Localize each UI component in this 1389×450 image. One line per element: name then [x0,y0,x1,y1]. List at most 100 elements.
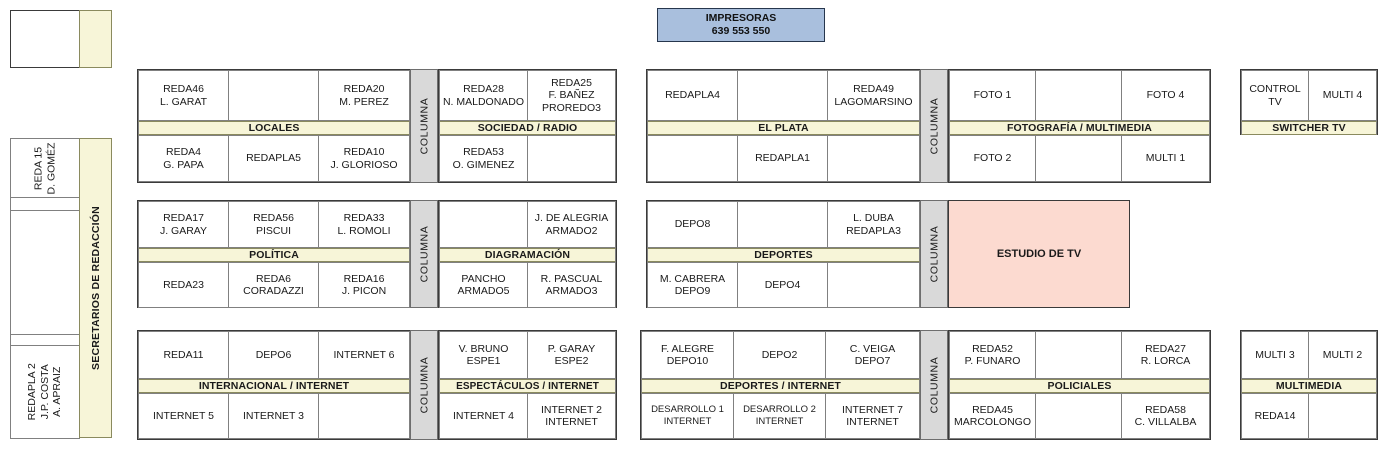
cell-espectaculos-t0[interactable]: V. BRUNO ESPE1 [439,331,528,379]
cell-deportes-b2[interactable] [827,262,920,308]
cell-locales-t2[interactable]: REDA20 M. PEREZ [318,70,410,121]
cell-diagramacion-t1[interactable]: J. DE ALEGRIA ARMADO2 [527,201,616,248]
cell-elplata-b2[interactable] [827,135,920,182]
cell-espectaculos-b0[interactable]: INTERNET 4 [439,393,528,439]
band-fotografia: FOTOGRAFÍA / MULTIMEDIA [949,121,1210,135]
band-internacional: INTERNACIONAL / INTERNET [138,379,410,393]
cell-elplata-t2[interactable]: REDA49 LAGOMARSINO [827,70,920,121]
cell-deportes-t0[interactable]: DEPO8 [647,201,738,248]
cell-diagramacion-b1-text: R. PASCUAL ARMADO3 [540,272,603,298]
cell-elplata-t1[interactable] [737,70,828,121]
cell-espectaculos-b1[interactable]: INTERNET 2 INTERNET [527,393,616,439]
cell-multimedia-b0[interactable]: REDA14 [1241,393,1309,439]
cell-fotografia-b0[interactable]: FOTO 2 [949,135,1036,182]
sidebar-cell-redapla2[interactable]: REDAPLA 2 J.P. COSTA A. APRAIZ [10,345,80,439]
band-politica: POLÍTICA [138,248,410,262]
columna-row2-right-label: COLUMNA [928,225,940,283]
cell-politica-t1[interactable]: REDA56 PISCUI [228,201,319,248]
band-locales-label: LOCALES [248,122,300,134]
cell-locales-t1[interactable] [228,70,319,121]
sidebar-section-label: SECRETARIOS DE REDACCIÓN [89,206,102,370]
band-deportes-internet-label: DEPORTES / INTERNET [720,380,841,392]
cell-elplata-b0[interactable] [647,135,738,182]
cell-locales-b0[interactable]: REDA4 G. PAPA [138,135,229,182]
cell-deportes-b0[interactable]: M. CABRERA DEPO9 [647,262,738,308]
cell-espectaculos-t1[interactable]: P. GARAY ESPE2 [527,331,616,379]
cell-diagramacion-t0[interactable] [439,201,528,248]
cell-deportes-internet-b0-text: DESARROLLO 1 INTERNET [651,403,724,428]
cell-internacional-t1[interactable]: DEPO6 [228,331,319,379]
cell-switcher-t1-text: MULTI 4 [1322,89,1363,102]
cell-internacional-t0[interactable]: REDA11 [138,331,229,379]
band-deportes-label: DEPORTES [754,249,813,261]
estudio-de-tv-block[interactable]: ESTUDIO DE TV [948,200,1130,308]
band-sociedad: SOCIEDAD / RADIO [439,121,616,135]
cell-deportes-t2[interactable]: L. DUBA REDAPLA3 [827,201,920,248]
cell-fotografia-t2[interactable]: FOTO 4 [1121,70,1210,121]
cell-sociedad-t0[interactable]: REDA28 N. MALDONADO [439,70,528,121]
cell-switcher-t0-text: CONTROL TV [1249,83,1301,108]
cell-deportes-internet-t2-text: C. VEIGA DEPO7 [849,342,896,368]
cell-deportes-internet-b1[interactable]: DESARROLLO 2 INTERNET [733,393,826,439]
cell-politica-b1[interactable]: REDA6 CORADAZZI [228,262,319,308]
cell-deportes-internet-t0[interactable]: F. ALEGRE DEPO10 [641,331,734,379]
cell-internacional-b2[interactable] [318,393,410,439]
sidebar-cell-empty-small[interactable] [10,197,80,211]
cell-locales-b1[interactable]: REDAPLA5 [228,135,319,182]
cell-diagramacion-t1-text: J. DE ALEGRIA ARMADO2 [534,212,609,237]
cell-internacional-t2[interactable]: INTERNET 6 [318,331,410,379]
cell-internacional-b0[interactable]: INTERNET 5 [138,393,229,439]
cell-diagramacion-b1[interactable]: R. PASCUAL ARMADO3 [527,262,616,308]
cell-elplata-b1[interactable]: REDAPLA1 [737,135,828,182]
cell-politica-t0[interactable]: REDA17 J. GARAY [138,201,229,248]
cell-deportes-t1[interactable] [737,201,828,248]
sidebar-cell-empty-large[interactable] [10,210,80,335]
cell-deportes-b1[interactable]: DEPO4 [737,262,828,308]
cell-deportes-internet-t1[interactable]: DEPO2 [733,331,826,379]
cell-multimedia-t1[interactable]: MULTI 2 [1308,331,1377,379]
cell-policiales-b0[interactable]: REDA45 MARCOLONGO [949,393,1036,439]
cell-sociedad-t1-text: REDA25 F. BAÑEZ PROREDO3 [542,76,601,114]
band-multimedia-label: MULTIMEDIA [1275,380,1343,392]
cell-policiales-b1[interactable] [1035,393,1122,439]
cell-politica-b2[interactable]: REDA16 J. PICON [318,262,410,308]
cell-switcher-t0[interactable]: CONTROL TV [1241,70,1309,121]
cell-politica-t1-text: REDA56 PISCUI [253,212,294,237]
cell-fotografia-t0[interactable]: FOTO 1 [949,70,1036,121]
cell-deportes-internet-t2[interactable]: C. VEIGA DEPO7 [825,331,920,379]
cell-sociedad-b1[interactable] [527,135,616,182]
band-policiales-label: POLICIALES [1047,380,1112,392]
band-espectaculos-label: ESPECTÁCULOS / INTERNET [456,380,599,392]
cell-multimedia-b1[interactable] [1308,393,1377,439]
cell-policiales-t2[interactable]: REDA27 R. LORCA [1121,331,1210,379]
cell-politica-b0[interactable]: REDA23 [138,262,229,308]
cell-elplata-t0[interactable]: REDAPLA4 [647,70,738,121]
band-multimedia: MULTIMEDIA [1241,379,1377,393]
columna-row3-left-label: COLUMNA [418,356,430,414]
cell-diagramacion-b0[interactable]: PANCHO ARMADO5 [439,262,528,308]
cell-locales-t0[interactable]: REDA46 L. GARAT [138,70,229,121]
cell-sociedad-t1[interactable]: REDA25 F. BAÑEZ PROREDO3 [527,70,616,121]
cell-internacional-b1[interactable]: INTERNET 3 [228,393,319,439]
cell-deportes-internet-b2[interactable]: INTERNET 7 INTERNET [825,393,920,439]
band-policiales: POLICIALES [949,379,1210,393]
cell-politica-t2[interactable]: REDA33 L. ROMOLI [318,201,410,248]
cell-policiales-t2-text: REDA27 R. LORCA [1140,342,1191,368]
cell-fotografia-t1[interactable] [1035,70,1122,121]
cell-deportes-internet-b2-text: INTERNET 7 INTERNET [841,403,904,429]
cell-sociedad-t0-text: REDA28 N. MALDONADO [442,83,525,108]
cell-fotografia-b2[interactable]: MULTI 1 [1121,135,1210,182]
cell-fotografia-b1[interactable] [1035,135,1122,182]
cell-locales-b2[interactable]: REDA10 J. GLORIOSO [318,135,410,182]
cell-multimedia-t0[interactable]: MULTI 3 [1241,331,1309,379]
cell-policiales-b2[interactable]: REDA58 C. VILLALBA [1121,393,1210,439]
cell-deportes-internet-b0[interactable]: DESARROLLO 1 INTERNET [641,393,734,439]
cell-policiales-t0[interactable]: REDA52 P. FUNARO [949,331,1036,379]
cell-elplata-b1-text: REDAPLA1 [755,152,810,165]
sidebar-top-empty-cell[interactable] [10,10,80,68]
cell-switcher-t1[interactable]: MULTI 4 [1308,70,1377,121]
sidebar-cell-reda15[interactable]: REDA 15 D. GOMÉZ [10,138,80,198]
cell-sociedad-b0[interactable]: REDA53 O. GIMENEZ [439,135,528,182]
cell-policiales-t1[interactable] [1035,331,1122,379]
